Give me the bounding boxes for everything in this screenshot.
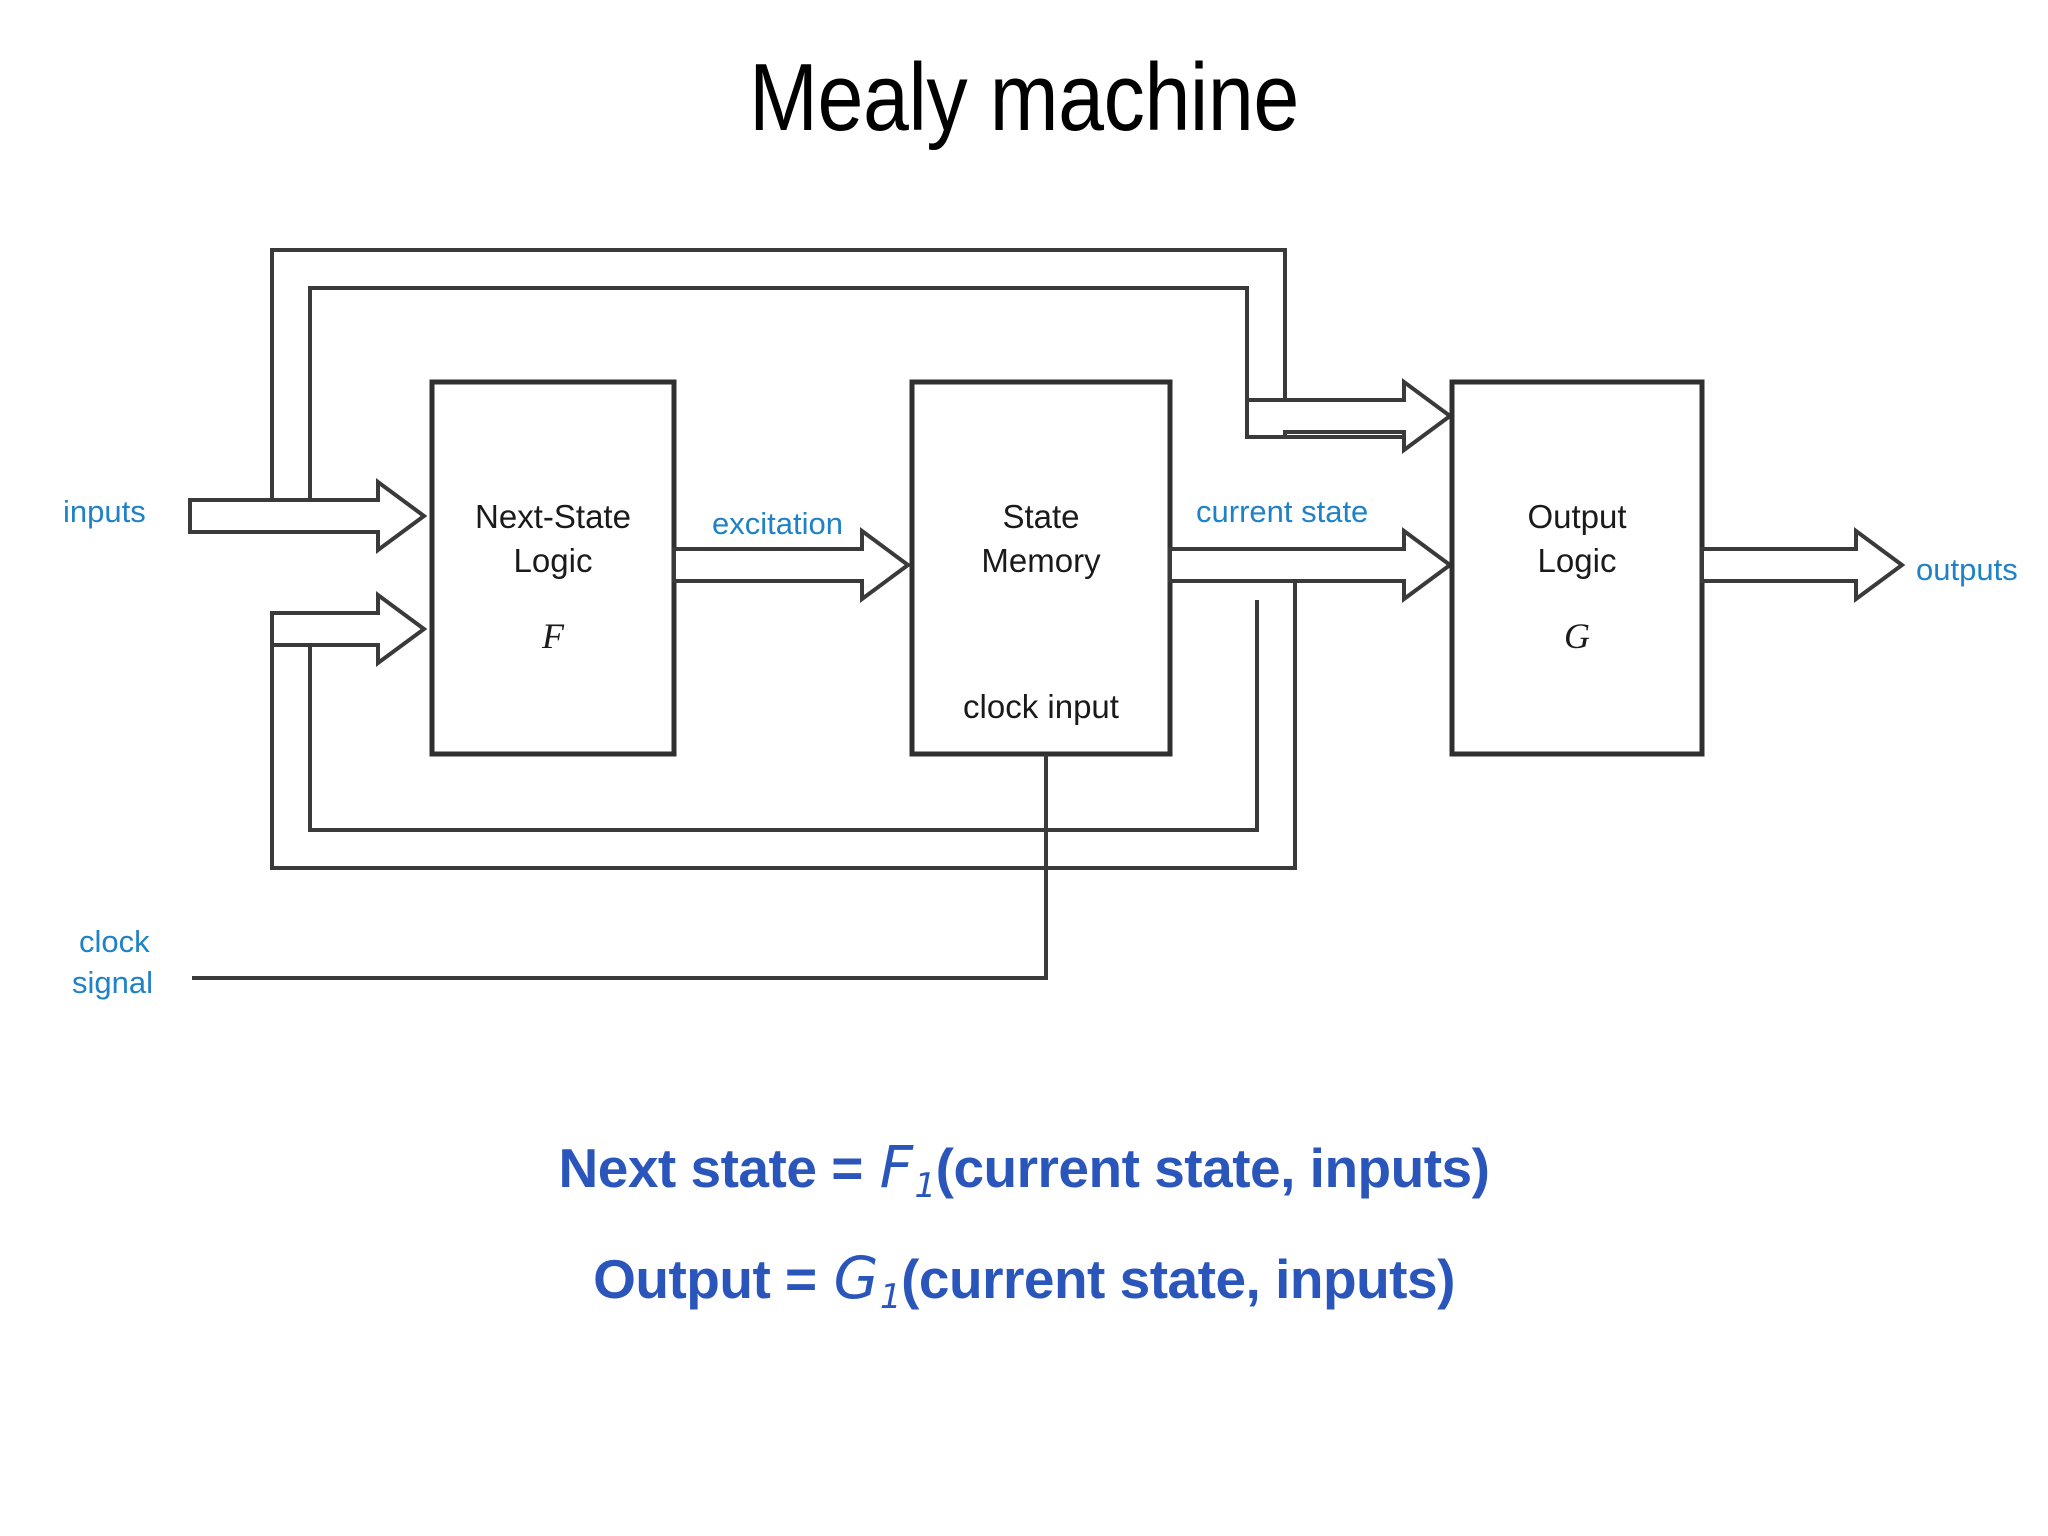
block-state-memory: State Memory clock input	[909, 379, 1173, 757]
equation-next-state: Next state = F1(current state, inputs)	[0, 1133, 2048, 1206]
output-logic-function: G	[1564, 616, 1590, 656]
equation-output-subscript: 1	[879, 1277, 902, 1317]
next-state-logic-line2: Logic	[514, 542, 593, 579]
equation-next-state-function: F	[879, 1133, 913, 1201]
mealy-machine-block-diagram: .ln { stroke: #3a3a3a; stroke-width: 4; …	[63, 248, 2018, 1000]
equation-output-lhs: Output =	[593, 1248, 832, 1310]
state-feedback-path	[270, 560, 1297, 870]
equation-next-state-rhs: (current state, inputs)	[935, 1137, 1490, 1199]
next-state-logic-function: F	[541, 616, 565, 656]
equation-next-state-subscript: 1	[914, 1166, 936, 1206]
signal-label-clock-line1: clock	[79, 924, 150, 959]
block-output-logic: Output Logic G	[1449, 379, 1705, 757]
block-next-state-logic: Next-State Logic F	[429, 379, 677, 757]
equation-next-state-lhs: Next state =	[558, 1137, 878, 1199]
state-memory-clock-label: clock input	[963, 688, 1119, 725]
equation-output-rhs: (current state, inputs)	[901, 1248, 1455, 1310]
signal-label-current-state: current state	[1196, 494, 1368, 529]
signal-label-outputs: outputs	[1916, 552, 2018, 587]
state-memory-line1: State	[1002, 498, 1079, 535]
excitation-arrow	[672, 527, 912, 603]
signal-label-clock-line2: signal	[72, 965, 153, 1000]
signal-label-inputs: inputs	[63, 494, 146, 529]
inputs-bypass-path	[270, 248, 1287, 500]
clock-signal-path	[192, 754, 1048, 980]
equation-output: Output = G1(current state, inputs)	[0, 1244, 2048, 1317]
output-logic-line2: Logic	[1538, 542, 1617, 579]
signal-label-excitation: excitation	[712, 506, 843, 541]
current-state-arrow	[1168, 527, 1454, 603]
state-feedback-arrow	[270, 591, 428, 667]
state-memory-line2: Memory	[981, 542, 1101, 579]
inputs-arrow	[188, 478, 428, 554]
outputs-arrow	[1700, 527, 1906, 603]
page-title: Mealy machine	[749, 44, 1299, 151]
output-logic-line1: Output	[1527, 498, 1626, 535]
equation-output-function: G	[833, 1244, 878, 1312]
inputs-bypass-arrow	[1245, 378, 1454, 454]
next-state-logic-line1: Next-State	[475, 498, 631, 535]
